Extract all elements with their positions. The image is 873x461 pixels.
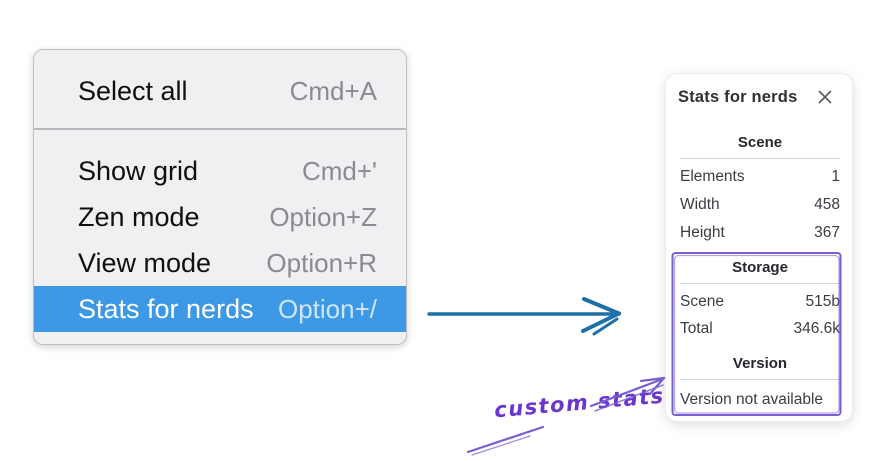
stat-value: 458 — [814, 196, 840, 213]
stat-label: Scene — [680, 292, 724, 310]
menu-item-view-mode[interactable]: View mode Option+R — [34, 240, 406, 286]
stat-label: Elements — [680, 168, 745, 185]
section-divider — [680, 379, 840, 380]
section-divider — [680, 283, 840, 284]
close-icon[interactable] — [816, 88, 834, 106]
stats-for-nerds-panel: Stats for nerds Scene Elements 1 Width 4… — [665, 73, 853, 422]
menu-item-shortcut: Cmd+A — [289, 75, 377, 106]
menu-item-zen-mode[interactable]: Zen mode Option+Z — [34, 194, 406, 240]
scene-stat-rows: Elements 1 Width 458 Height 367 — [678, 163, 842, 247]
section-heading-scene: Scene — [737, 134, 783, 151]
menu-item-shortcut: Option+/ — [277, 293, 377, 324]
menu-item-shortcut: Cmd+' — [301, 155, 377, 186]
menu-item-label: Stats for nerds — [78, 293, 254, 324]
panel-title: Stats for nerds — [678, 87, 798, 106]
stat-row-elements: Elements 1 — [678, 163, 842, 191]
stat-value: 367 — [814, 224, 840, 241]
menu-item-label: View mode — [78, 247, 212, 278]
section-heading-version: Version — [732, 355, 788, 372]
stat-row-height: Height 367 — [678, 219, 842, 247]
menu-item-label: Select all — [78, 75, 188, 106]
section-heading-storage: Storage — [732, 259, 788, 276]
stat-row-width: Width 458 — [678, 191, 842, 219]
menu-separator — [34, 128, 406, 130]
flow-arrow-icon — [427, 297, 621, 336]
stat-label: Height — [680, 224, 725, 241]
section-divider — [680, 158, 840, 159]
stat-label: Total — [680, 319, 713, 337]
menu-item-label: Show grid — [78, 155, 199, 186]
menu-item-show-grid[interactable]: Show grid Cmd+' — [34, 148, 406, 194]
version-note: Version not available — [680, 391, 824, 408]
menu-item-label: Zen mode — [78, 201, 200, 232]
menu-item-select-all[interactable]: Select all Cmd+A — [34, 68, 406, 114]
annotation-custom-stats: custom stats — [493, 383, 666, 423]
menu-item-stats-for-nerds[interactable]: Stats for nerds Option+/ — [34, 286, 406, 332]
menu-item-shortcut: Option+Z — [269, 201, 377, 232]
context-menu: Select all Cmd+A Show grid Cmd+' Zen mod… — [33, 49, 407, 345]
stat-value: 346.6k — [793, 319, 840, 337]
stat-value: 1 — [831, 168, 840, 185]
storage-stat-rows: Scene 515b Total 346.6k — [678, 288, 842, 342]
stat-label: Width — [680, 196, 720, 213]
stat-row-total: Total 346.6k — [678, 315, 842, 342]
stat-value: 515b — [805, 292, 840, 310]
stat-row-scene: Scene 515b — [678, 288, 842, 315]
panel-titlebar: Stats for nerds — [678, 86, 842, 108]
menu-item-shortcut: Option+R — [266, 247, 377, 278]
